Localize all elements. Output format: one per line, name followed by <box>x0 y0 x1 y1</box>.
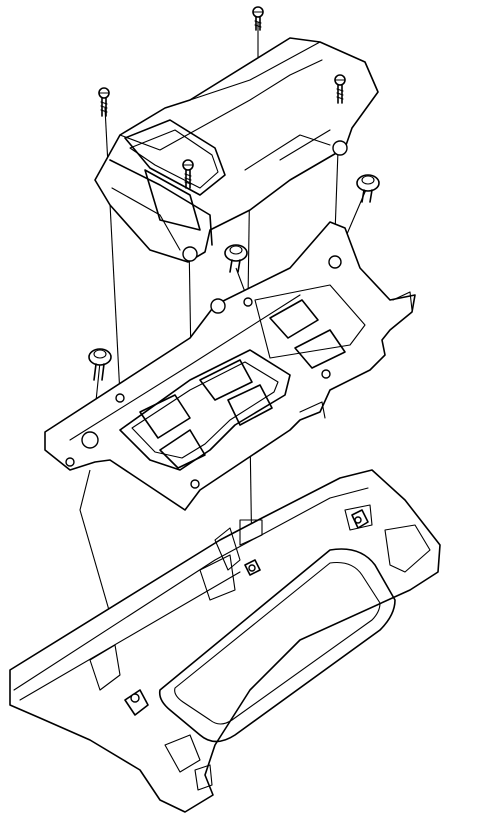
clip <box>244 559 261 576</box>
center-console-panel <box>9 469 441 813</box>
bracket-hole <box>328 255 342 269</box>
bracket-hole <box>65 457 75 467</box>
bracket-hole <box>115 393 125 403</box>
bolt-2 <box>224 244 248 273</box>
bracket-hole <box>210 298 226 314</box>
clip <box>124 689 149 716</box>
bracket-hole <box>321 369 331 379</box>
screw-1 <box>252 6 264 31</box>
switch-assembly <box>94 37 379 263</box>
switch-mount-hole <box>332 140 348 156</box>
screw-2 <box>98 87 110 117</box>
bracket-hole <box>190 479 200 489</box>
switch-mount-hole <box>182 246 198 262</box>
bolt-1 <box>356 174 380 203</box>
mounting-bracket <box>44 221 416 511</box>
screw-3 <box>334 74 346 104</box>
bolt-3 <box>88 348 112 381</box>
bracket-hole <box>243 297 253 307</box>
clip <box>351 509 369 529</box>
screw-4 <box>182 159 194 189</box>
bracket-hole <box>81 431 99 449</box>
